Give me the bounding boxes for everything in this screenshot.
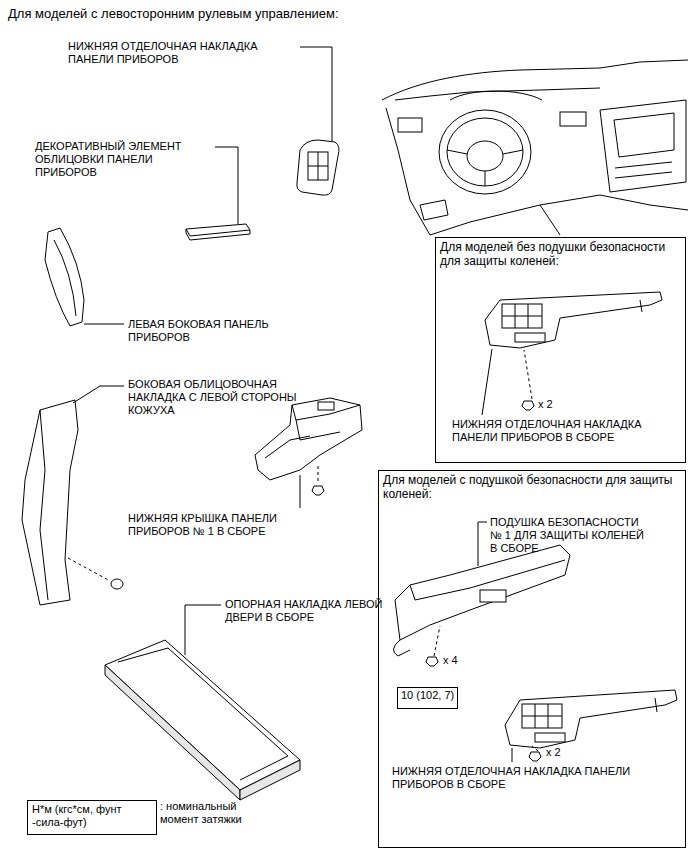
torque-box: 10 (102, 7) xyxy=(397,687,458,709)
part-name: ЛЕВАЯ БОКОВАЯ ПАНЕЛЬ ПРИБОРОВ xyxy=(128,318,303,344)
quantity-label: x 2 xyxy=(546,746,586,759)
airbag-body xyxy=(395,545,570,640)
part-name: НИЖНЯЯ ОТДЕЛОЧНАЯ НАКЛАДКА ПАНЕЛИ ПРИБОР… xyxy=(452,418,682,444)
leader-line xyxy=(73,386,124,403)
bolt-symbol xyxy=(426,657,438,666)
frame-heading: Для моделей без подушки безопасности для… xyxy=(440,240,681,269)
panel-edge xyxy=(54,240,76,316)
bolt-symbol xyxy=(312,486,324,495)
leader-line xyxy=(300,475,301,508)
leader-line xyxy=(478,522,487,566)
fastener-axis xyxy=(532,746,538,751)
part-name: БОКОВАЯ ОБЛИЦОВОЧНАЯ НАКЛАДКА С ЛЕВОЙ СТ… xyxy=(128,378,298,418)
leader-line xyxy=(84,324,124,325)
air-vent xyxy=(560,112,586,126)
part-name: НИЖНЯЯ ОТДЕЛОЧНАЯ НАКЛАДКА ПАНЕЛИ ПРИБОР… xyxy=(392,765,632,791)
fastener-axis xyxy=(318,466,319,484)
diagram-title: Для моделей с левосторонним рулевым упра… xyxy=(8,6,339,22)
strip-body xyxy=(186,224,250,236)
part-name: НИЖНЯЯ ОТДЕЛОЧНАЯ НАКЛАДКА ПАНЕЛИ ПРИБОР… xyxy=(68,40,298,66)
cover-detail xyxy=(265,436,310,458)
panel-tab xyxy=(655,698,657,712)
plate-side xyxy=(105,665,240,800)
dash-outline xyxy=(382,60,688,100)
decorative-strip xyxy=(186,224,250,240)
lower-finish-panel-b xyxy=(505,690,677,762)
console-screen xyxy=(614,113,674,157)
air-vent xyxy=(398,118,422,132)
part-name: НИЖНЯЯ КРЫШКА ПАНЕЛИ ПРИБОРОВ № 1 В СБОР… xyxy=(128,512,328,538)
quantity-label: x 4 xyxy=(443,654,483,667)
cover-tab xyxy=(318,402,334,410)
plate-edge xyxy=(118,648,288,780)
bolt-symbol xyxy=(529,752,541,761)
plate-side xyxy=(240,760,300,800)
knee-airbag xyxy=(393,522,570,666)
switch-grid xyxy=(502,304,542,328)
leader-lines xyxy=(73,47,332,655)
part-name: : номинальный момент затяжки xyxy=(160,800,260,826)
dashboard-view xyxy=(382,60,688,235)
panel-body xyxy=(505,690,677,748)
torque-value: 10 (102, 7) xyxy=(401,689,454,702)
steering-wheel xyxy=(447,118,523,186)
switch-row xyxy=(535,733,565,742)
leader-line xyxy=(482,349,492,415)
quantity-label: x 2 xyxy=(538,398,578,411)
airbag-module xyxy=(480,590,506,602)
dash-switch xyxy=(420,200,448,220)
leader-line xyxy=(300,47,332,141)
dash-outline xyxy=(395,88,600,100)
trim-body xyxy=(22,400,78,605)
part-name: ПОДУШКА БЕЗОПАСНОСТИ № 1 ДЛЯ ЗАЩИТЫ КОЛЕ… xyxy=(490,516,650,556)
cluster-hood xyxy=(450,91,542,100)
steering-hub xyxy=(467,141,503,171)
cowl-side-trim xyxy=(22,400,123,605)
trim-edge xyxy=(40,410,48,600)
panel-body xyxy=(485,292,662,348)
console-buttons xyxy=(615,162,672,178)
steering-wheel xyxy=(439,110,531,194)
leader-line xyxy=(512,748,513,762)
door-scuff-plate xyxy=(105,640,300,800)
plate-top xyxy=(105,640,300,790)
instrument-finish-ornament xyxy=(297,140,339,195)
switch-grid xyxy=(522,704,562,728)
fastener-axis xyxy=(524,350,532,399)
lower-finish-panel-a xyxy=(482,292,662,415)
center-console xyxy=(600,100,686,192)
bolt-symbol xyxy=(522,401,534,410)
switch-row xyxy=(515,333,545,342)
left-side-panel xyxy=(45,228,84,326)
clip-symbol xyxy=(111,579,123,589)
frame-heading: Для моделей с подушкой безопасности для … xyxy=(383,473,681,502)
lower-panel-cover xyxy=(255,398,362,495)
switch-grid xyxy=(308,152,328,180)
switch-grid xyxy=(502,304,542,328)
part-name: ДЕКОРАТИВНЫЙ ЭЛЕМЕНТ ОБЛИЦОВКИ ПАНЕЛИ ПР… xyxy=(35,140,210,180)
switch-grid xyxy=(522,704,562,728)
fastener-axis xyxy=(434,626,440,656)
dash-lower xyxy=(430,195,688,235)
frame-box: Н*м (кгс*см, фунт -сила-фут) xyxy=(27,800,157,835)
strip-edge xyxy=(186,229,250,240)
part-name: ОПОРНАЯ НАКЛАДКА ЛЕВОЙ ДВЕРИ В СБОРЕ xyxy=(225,598,400,624)
torque-value: Н*м (кгс*см, фунт -сила-фут) xyxy=(32,803,152,829)
ornament-body xyxy=(297,140,339,195)
leader-line xyxy=(215,147,238,224)
leader-line xyxy=(185,605,221,655)
cover-body xyxy=(255,398,362,480)
fastener-axis xyxy=(68,558,110,581)
switch-grid xyxy=(308,152,328,180)
panel-body xyxy=(45,228,84,326)
steering-spokes xyxy=(447,150,523,186)
airbag-harness xyxy=(393,640,410,656)
panel-tab xyxy=(640,300,642,312)
